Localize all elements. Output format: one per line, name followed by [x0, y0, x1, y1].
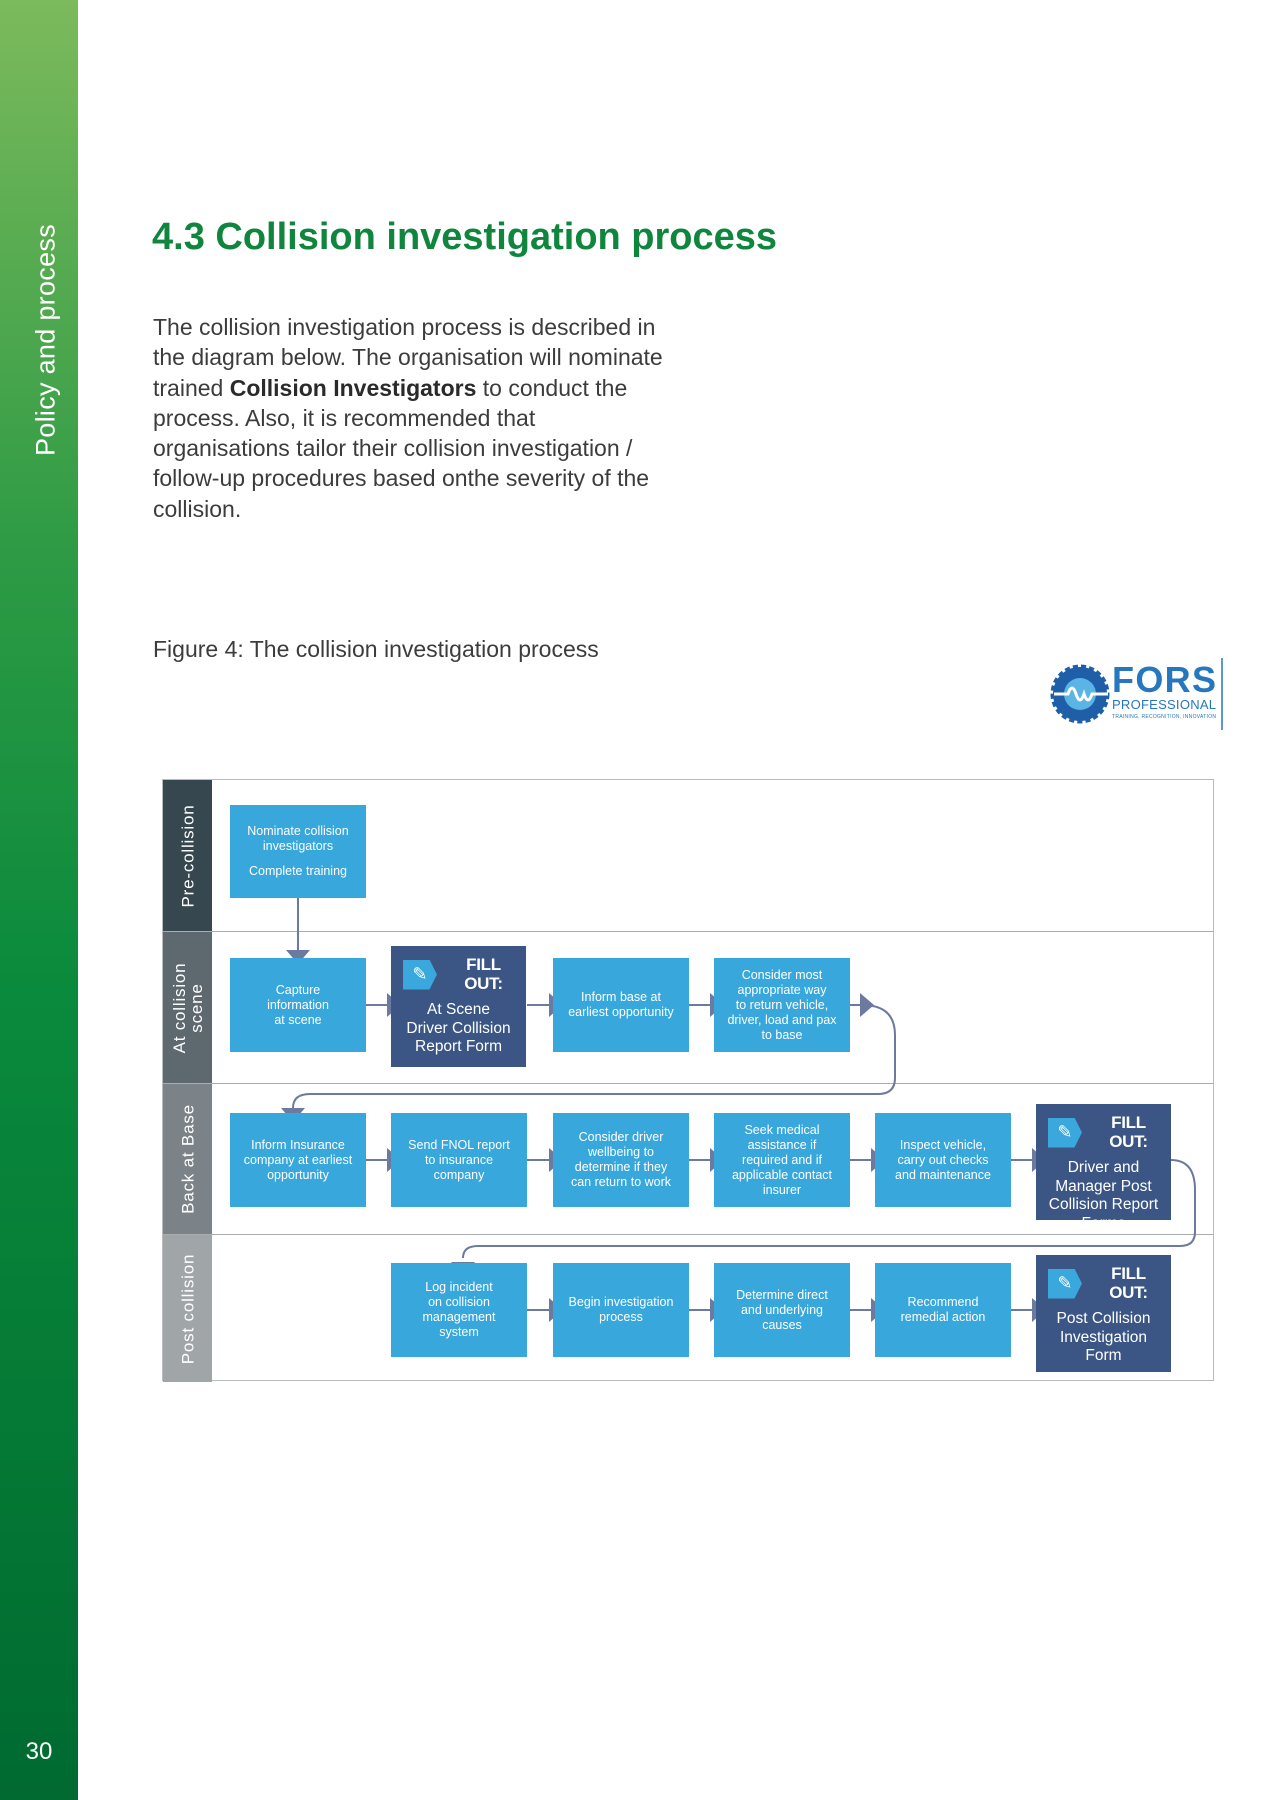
- step-text: Nominate collision investigators: [247, 824, 349, 853]
- pencil-icon: ✎: [1048, 1117, 1082, 1148]
- step-text: Seek medical assistance if required and …: [731, 1122, 833, 1197]
- process-step: Log incident on collision management sys…: [391, 1263, 527, 1357]
- process-step: Inform base at earliest opportunity: [553, 958, 689, 1052]
- fill-out-label: FILL OUT:: [1109, 1113, 1148, 1151]
- step-text: At Scene Driver Collision Report Form: [406, 1001, 511, 1055]
- process-step: Inform Insurance company at earliest opp…: [230, 1113, 366, 1207]
- step-text: Consider most appropriate way to return …: [727, 967, 837, 1042]
- pencil-icon: ✎: [1048, 1268, 1082, 1299]
- process-step: Inspect vehicle, carry out checks and ma…: [875, 1113, 1011, 1207]
- svg-text:FORS: FORS: [1112, 659, 1216, 700]
- swimlane: At collision scene: [163, 931, 1213, 1083]
- svg-text:TRAINING, RECOGNITION, INNOVAT: TRAINING, RECOGNITION, INNOVATION: [1112, 714, 1216, 720]
- fill-out-header: ✎ FILL OUT:: [1048, 1113, 1167, 1151]
- page-title: 4.3 Collision investigation process: [152, 216, 778, 258]
- step-text: Begin investigation process: [568, 1295, 674, 1324]
- svg-text:PROFESSIONAL: PROFESSIONAL: [1112, 697, 1216, 712]
- intro-paragraph: The collision investigation process is d…: [153, 312, 673, 524]
- process-step: Begin investigation process: [553, 1263, 689, 1357]
- step-text: Driver and Manager Post Collision Report…: [1048, 1159, 1159, 1232]
- intro-bold: Collision Investigators: [229, 374, 477, 401]
- fors-logo: FORS PROFESSIONAL TRAINING, RECOGNITION,…: [1050, 658, 1223, 730]
- intro-text: The collision investigation process is d…: [153, 314, 663, 401]
- lane-label: Post collision: [163, 1235, 212, 1382]
- step-text: Determine direct and underlying causes: [736, 1287, 828, 1332]
- process-step: Consider most appropriate way to return …: [714, 958, 850, 1052]
- lane-label: Pre-collision: [163, 780, 212, 931]
- step-text-secondary: Complete training: [249, 864, 347, 878]
- step-text: Inspect vehicle, carry out checks and ma…: [895, 1137, 991, 1182]
- form-step: ✎ FILL OUT: Driver and Manager Post Collis…: [1036, 1104, 1171, 1232]
- step-text: Inform base at earliest opportunity: [568, 990, 674, 1019]
- figure-caption: Figure 4: The collision investigation pr…: [153, 636, 599, 662]
- process-step: Send FNOL report to insurance company: [391, 1113, 527, 1207]
- form-step: ✎ FILL OUT: Post Collision Investigation F…: [1036, 1255, 1171, 1372]
- process-step: Recommend remedial action: [875, 1263, 1011, 1357]
- lane-label-text: Post collision: [178, 1253, 197, 1364]
- lane-label-text: At collision scene: [169, 962, 206, 1053]
- fill-out-header: ✎ FILL OUT:: [1048, 1264, 1167, 1302]
- section-title: Policy and process: [30, 223, 61, 457]
- fill-out-header: ✎ FILL OUT:: [403, 955, 522, 993]
- form-step: ✎ FILL OUT: At Scene Driver Collision Repo…: [391, 946, 526, 1067]
- lane-label: At collision scene: [163, 932, 212, 1083]
- lane-label-text: Pre-collision: [178, 804, 197, 907]
- page-number: 30: [25, 1738, 53, 1765]
- step-text: Capture information at scene: [267, 982, 329, 1027]
- process-step: Seek medical assistance if required and …: [714, 1113, 850, 1207]
- step-text: Recommend remedial action: [900, 1295, 986, 1324]
- step-text: Send FNOL report to insurance company: [408, 1137, 510, 1182]
- step-text: Post Collision Investigation Form: [1056, 1310, 1151, 1364]
- pencil-icon: ✎: [403, 959, 437, 990]
- lane-label-text: Back at Base: [178, 1104, 197, 1214]
- step-text: Consider driver wellbeing to determine i…: [570, 1130, 672, 1189]
- swimlane: Pre-collision: [163, 780, 1213, 931]
- step-text: Inform Insurance company at earliest opp…: [243, 1137, 353, 1182]
- lane-label: Back at Base: [163, 1084, 212, 1234]
- process-step: Capture information at scene: [230, 958, 366, 1052]
- sidebar: Policy and process 30: [0, 0, 78, 1800]
- fill-out-label: FILL OUT:: [464, 955, 503, 993]
- step-text: Log incident on collision management sys…: [422, 1280, 496, 1339]
- process-step: Consider driver wellbeing to determine i…: [553, 1113, 689, 1207]
- intro-text-end: to conduct the process. Also, it is reco…: [153, 374, 650, 522]
- fill-out-label: FILL OUT:: [1109, 1264, 1148, 1302]
- process-step: Determine direct and underlying causes: [714, 1263, 850, 1357]
